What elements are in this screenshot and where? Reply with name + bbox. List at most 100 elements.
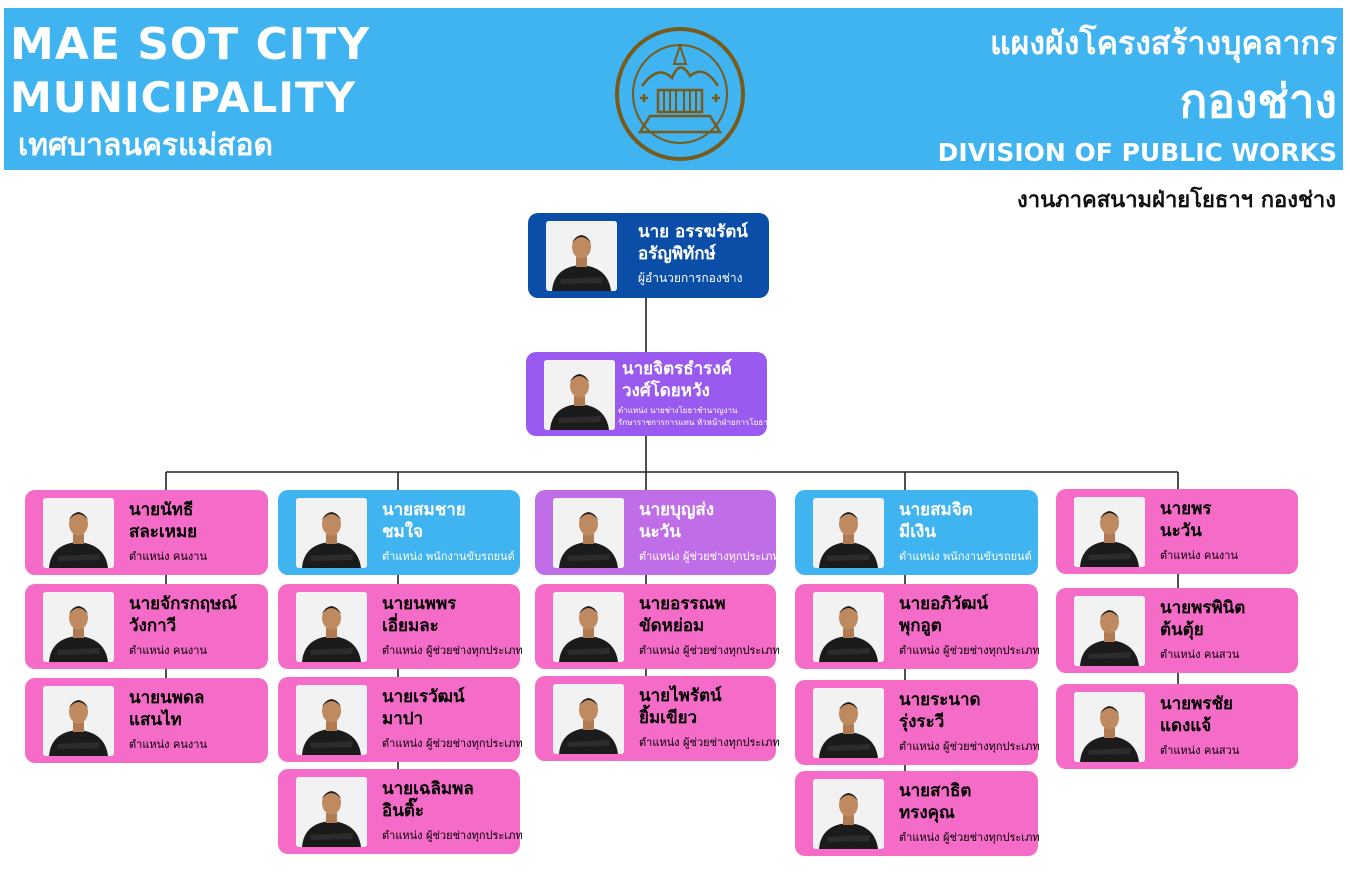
person-photo-icon bbox=[544, 360, 615, 430]
person-last-name: ทรงคุณ bbox=[899, 803, 955, 823]
person-position: ตำแหน่ง ผู้ช่วยช่างทุกประเภท bbox=[899, 644, 1040, 657]
municipality-name-th: เทศบาลนครแม่สอด bbox=[18, 128, 273, 163]
person-name: นายจิตรธำรงค์วงศ์โดยหวัง bbox=[622, 358, 732, 402]
person-last-name: ยิ้มเขียว bbox=[639, 708, 698, 728]
person-last-name: วังกาวี bbox=[129, 616, 177, 636]
person-name: นายบุญส่งนะวัน bbox=[639, 499, 714, 543]
person-position: ตำแหน่ง ผู้ช่วยช่างทุกประเภท bbox=[382, 829, 523, 842]
person-position: ตำแหน่ง นายช่างโยธาชำนาญงาน bbox=[618, 406, 738, 415]
person-photo-icon bbox=[1074, 692, 1145, 762]
staff-card: นายอภิวัฒน์พุกอูตตำแหน่ง ผู้ช่วยช่างทุกป… bbox=[795, 584, 1040, 669]
staff-card: นายนัทธีสละเหมยตำแหน่ง คนงาน bbox=[25, 490, 268, 575]
person-photo-icon bbox=[43, 686, 114, 756]
person-position: ตำแหน่ง คนสวน bbox=[1160, 648, 1240, 661]
person-first-name: นายสมชาย bbox=[382, 500, 466, 520]
person-name: นายนัทธีสละเหมย bbox=[129, 499, 197, 543]
person-last-name: แสนไท bbox=[129, 710, 182, 730]
person-position: ตำแหน่ง ผู้ช่วยช่างทุกประเภท bbox=[382, 737, 523, 750]
municipality-name-en-line1: MAE SOT CITY bbox=[10, 19, 371, 70]
person-name: นายอภิวัฒน์พุกอูต bbox=[899, 593, 988, 637]
person-position: ตำแหน่ง ผู้ช่วยช่างทุกประเภท bbox=[382, 644, 523, 657]
municipal-seal-icon bbox=[612, 24, 748, 164]
person-photo-icon bbox=[1074, 596, 1145, 666]
person-photo bbox=[553, 498, 624, 568]
person-first-name: นายเรวัฒน์ bbox=[382, 687, 465, 707]
person-last-name: มีเงิน bbox=[899, 522, 936, 542]
staff-card: นายนพดลแสนไทตำแหน่ง คนงาน bbox=[25, 678, 268, 763]
person-photo bbox=[296, 498, 367, 568]
person-position: ตำแหน่ง พนักงานขับรถยนต์ bbox=[899, 550, 1032, 563]
person-photo bbox=[43, 498, 114, 568]
person-photo bbox=[43, 686, 114, 756]
staff-card: นายจักรกฤษณ์วังกาวีตำแหน่ง คนงาน bbox=[25, 584, 268, 669]
person-position: ตำแหน่ง คนงาน bbox=[129, 644, 207, 657]
person-first-name: นายไพรัตน์ bbox=[639, 686, 722, 706]
person-last-name: ขัดหย่อม bbox=[639, 616, 705, 636]
staff-card: นายเรวัฒน์มาปาตำแหน่ง ผู้ช่วยช่างทุกประเ… bbox=[278, 677, 523, 762]
person-photo-icon bbox=[553, 498, 624, 568]
person-photo-icon bbox=[813, 688, 884, 758]
person-name: นายสาธิตทรงคุณ bbox=[899, 780, 971, 824]
person-name: นายสมชายชมใจ bbox=[382, 499, 466, 543]
person-photo bbox=[1074, 596, 1145, 666]
person-photo-icon bbox=[1074, 497, 1145, 567]
staff-card: นายนพพรเอี่ยมละตำแหน่ง ผู้ช่วยช่างทุกประ… bbox=[278, 584, 523, 669]
person-photo bbox=[553, 684, 624, 754]
person-position: ตำแหน่ง คนสวน bbox=[1160, 744, 1240, 757]
person-photo-icon bbox=[546, 221, 617, 291]
person-name: นายนพดลแสนไท bbox=[129, 687, 204, 731]
person-first-name: นายเฉลิมพล bbox=[382, 779, 474, 799]
person-first-name: นายจักรกฤษณ์ bbox=[129, 594, 238, 614]
person-photo bbox=[1074, 692, 1145, 762]
staff-card: นายสมจิตมีเงินตำแหน่ง พนักงานขับรถยนต์ bbox=[795, 490, 1038, 575]
person-photo-icon bbox=[553, 684, 624, 754]
staff-card: นายไพรัตน์ยิ้มเขียวตำแหน่ง ผู้ช่วยช่างทุ… bbox=[535, 676, 780, 761]
person-photo-icon bbox=[296, 498, 367, 568]
person-position: ตำแหน่ง คนงาน bbox=[129, 738, 207, 751]
person-name: นายพรนะวัน bbox=[1160, 498, 1211, 542]
person-first-name: นายสาธิต bbox=[899, 781, 972, 801]
person-name: นายเรวัฒน์มาปา bbox=[382, 686, 465, 730]
person-photo bbox=[296, 685, 367, 755]
staff-card: นายพรพินิตต้นตุ้ยตำแหน่ง คนสวน bbox=[1056, 588, 1298, 673]
person-position: ตำแหน่ง ผู้ช่วยช่างทุกประเภท bbox=[639, 736, 780, 749]
staff-card: นายบุญส่งนะวันตำแหน่ง ผู้ช่วยช่างทุกประเ… bbox=[535, 490, 780, 575]
person-first-name: นายอรรณพ bbox=[639, 594, 726, 614]
person-first-name: นายพร bbox=[1160, 499, 1212, 519]
person-first-name: นายบุญส่ง bbox=[639, 500, 715, 520]
person-photo bbox=[544, 360, 615, 430]
person-last-name: อินติ๊ะ bbox=[382, 801, 425, 821]
section-subheading: งานภาคสนามฝ่ายโยธาฯ กองช่าง bbox=[1017, 188, 1336, 213]
person-name: นายจักรกฤษณ์วังกาวี bbox=[129, 593, 237, 637]
person-name: นายนพพรเอี่ยมละ bbox=[382, 593, 456, 637]
person-photo-icon bbox=[813, 498, 884, 568]
municipality-name-en-line2: MUNICIPALITY bbox=[10, 73, 357, 122]
person-position: ตำแหน่ง พนักงานขับรถยนต์ bbox=[382, 550, 515, 563]
person-name: นายสมจิตมีเงิน bbox=[899, 499, 973, 543]
person-name: นายอรรณพขัดหย่อม bbox=[639, 593, 726, 637]
person-position: ตำแหน่ง ผู้ช่วยช่างทุกประเภท bbox=[639, 644, 780, 657]
person-photo bbox=[546, 221, 617, 291]
header-banner: MAE SOT CITY MUNICIPALITY เทศบาลนครแม่สอ… bbox=[4, 8, 1343, 170]
person-photo bbox=[813, 779, 884, 849]
person-photo-icon bbox=[43, 498, 114, 568]
person-first-name: นายนพดล bbox=[129, 688, 205, 708]
person-photo bbox=[813, 688, 884, 758]
person-photo bbox=[43, 592, 114, 662]
person-first-name: นายระนาด bbox=[899, 690, 981, 710]
person-last-name: รุ่งระวี bbox=[899, 712, 945, 732]
person-photo bbox=[1074, 497, 1145, 567]
person-position: ตำแหน่ง ผู้ช่วยช่างทุกประเภท bbox=[639, 550, 780, 563]
person-position: ตำแหน่ง ผู้ช่วยช่างทุกประเภท bbox=[899, 831, 1040, 844]
chart-title-th: แผงผังโครงสร้างบุคลากร bbox=[990, 24, 1337, 62]
person-photo-icon bbox=[553, 592, 624, 662]
person-last-name: ชมใจ bbox=[382, 522, 424, 542]
person-name: นาย อรรฆรัตน์อรัญพิทักษ์ bbox=[638, 221, 748, 265]
person-first-name: นายพรพินิต bbox=[1160, 598, 1246, 618]
person-first-name: นายจิตรธำรงค์ bbox=[622, 359, 732, 379]
staff-card: นายสาธิตทรงคุณตำแหน่ง ผู้ช่วยช่างทุกประเ… bbox=[795, 771, 1040, 856]
person-first-name: นายนัทธี bbox=[129, 500, 194, 520]
person-first-name: นายนพพร bbox=[382, 594, 457, 614]
person-last-name: เอี่ยมละ bbox=[382, 616, 439, 636]
person-photo-icon bbox=[296, 777, 367, 847]
